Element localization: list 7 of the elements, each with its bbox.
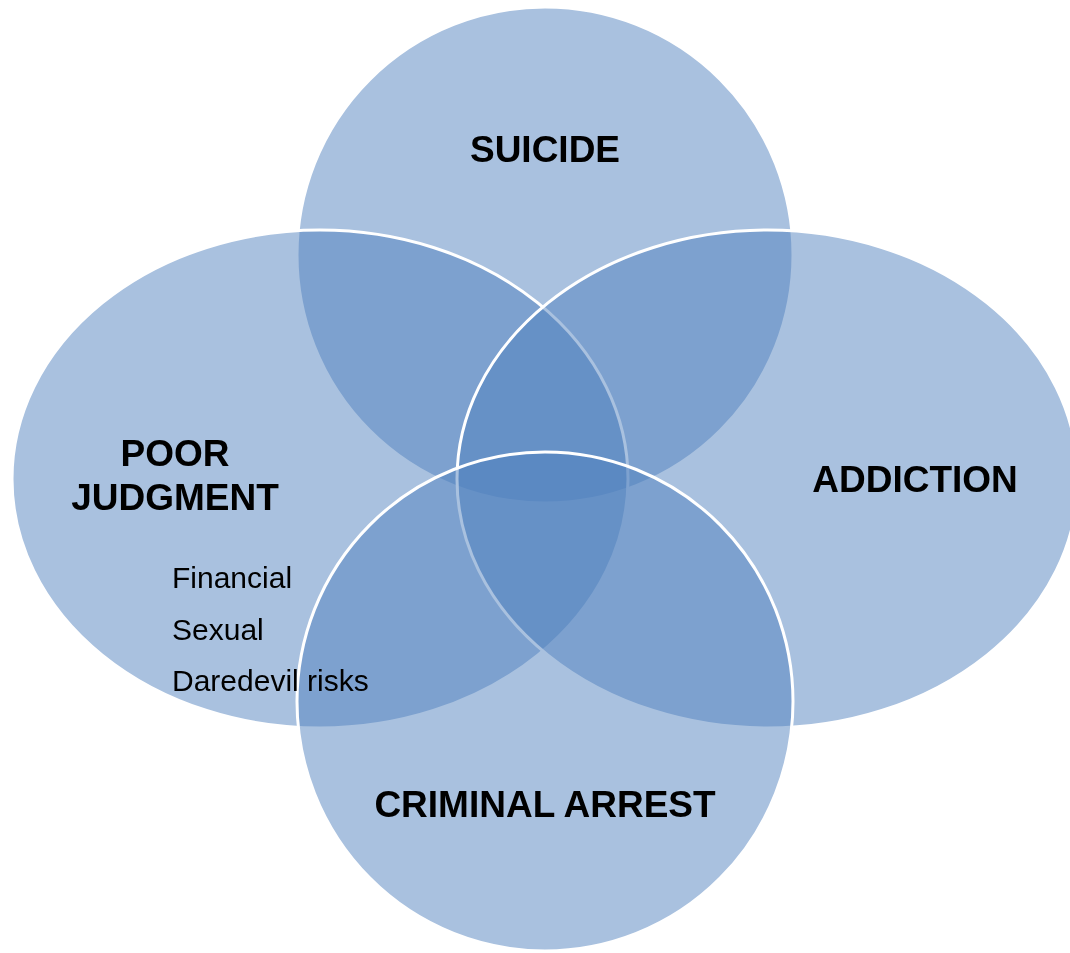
list-item: Financial	[172, 561, 293, 595]
category-heading: POOR JUDGMENT	[70, 432, 280, 521]
list-item: Daredevil risks	[172, 664, 369, 698]
category-heading: ADDICTION	[811, 458, 1019, 502]
list-item: Sexual	[172, 613, 264, 647]
category-heading: CRIMINAL ARREST	[373, 783, 717, 827]
category-heading: SUICIDE	[468, 128, 622, 172]
